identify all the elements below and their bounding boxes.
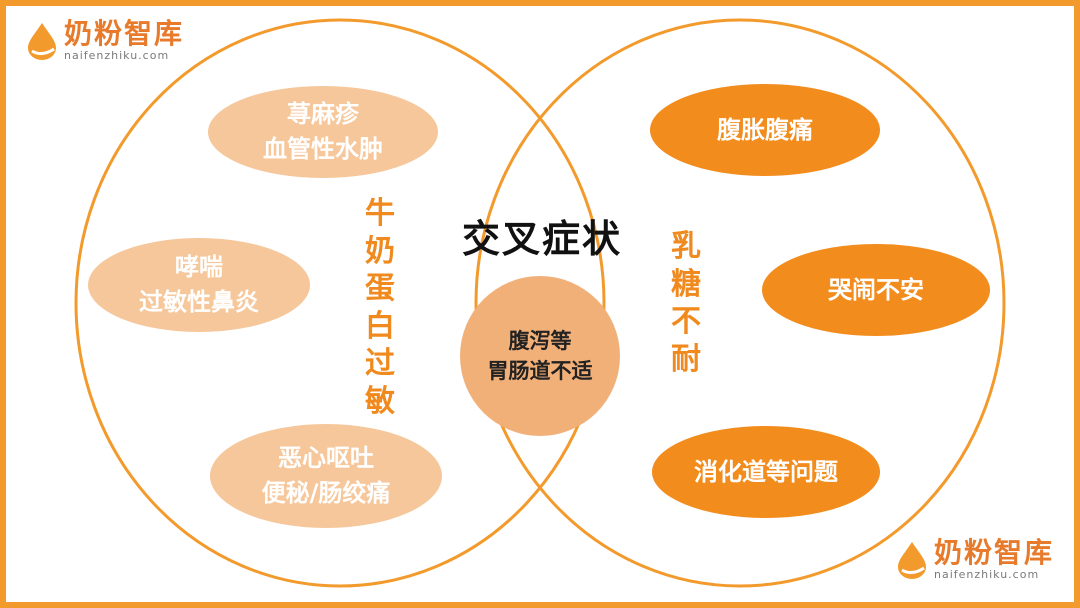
brand-name: 奶粉智库 [64,17,185,50]
brand-name: 奶粉智库 [933,536,1054,569]
brand-logo-top: 奶粉智库 naifenzhiku.com [24,20,184,61]
left-symptom-1: 荨麻疹 血管性水肿 [208,86,438,178]
left-symptom-3: 恶心呕吐 便秘/肠绞痛 [210,424,442,528]
brand-url: naifenzhiku.com [64,49,170,62]
left-circle-label: 牛奶蛋白过敏 [365,196,395,419]
brand-logo-bottom: 奶粉智库 naifenzhiku.com [894,539,1054,580]
right-circle [474,18,1006,588]
left-circle [74,18,606,588]
left-symptom-2: 哮喘 过敏性鼻炎 [88,238,310,332]
right-symptom-3: 消化道等问题 [652,426,880,518]
shared-symptom: 腹泻等 胃肠道不适 [460,276,620,436]
diagram-title: 交叉症状 [461,217,622,261]
drop-logo-icon [894,540,930,580]
right-symptom-2: 哭闹不安 [762,244,990,336]
right-symptom-1: 腹胀腹痛 [650,84,880,176]
brand-url: naifenzhiku.com [933,568,1040,581]
drop-logo-icon [24,21,60,61]
right-circle-label: 乳糖不耐 [671,229,701,377]
